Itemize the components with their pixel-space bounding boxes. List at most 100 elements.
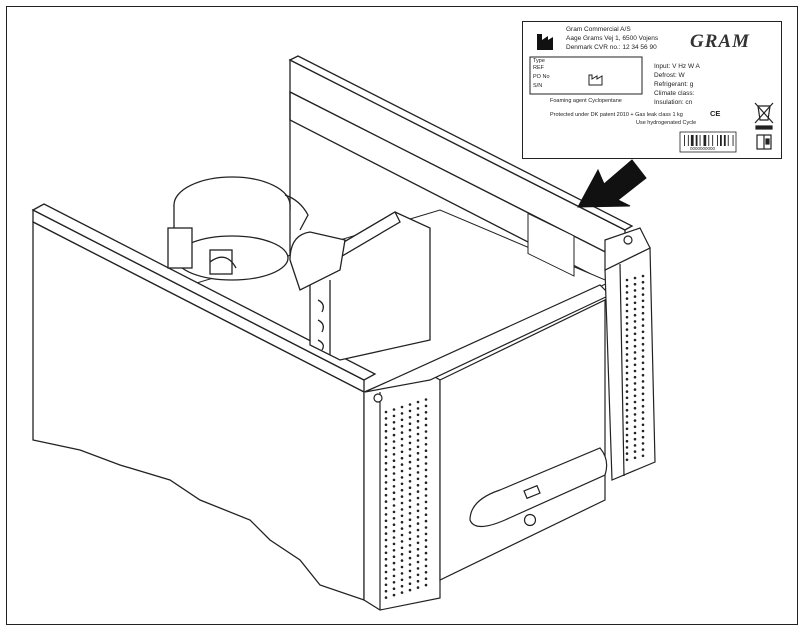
vent-hole	[625, 297, 629, 300]
vent-hole	[633, 425, 637, 429]
vent-hole	[392, 568, 396, 571]
vent-hole	[416, 496, 420, 500]
vent-hole	[633, 344, 637, 348]
vent-hole	[384, 436, 388, 439]
vent-hole	[641, 367, 645, 371]
vent-hole	[408, 454, 412, 458]
barcode-bar	[717, 135, 718, 146]
vent-hole	[424, 564, 428, 568]
vent-hole	[384, 455, 388, 459]
vent-hole	[424, 577, 428, 580]
vent-hole	[408, 448, 412, 451]
vent-hole	[633, 419, 637, 422]
vent-hole	[424, 475, 428, 478]
vent-hole	[400, 444, 404, 447]
vent-hole	[633, 332, 637, 336]
vent-hole	[641, 404, 645, 408]
vent-hole	[408, 544, 412, 547]
vent-hole	[400, 591, 404, 594]
vent-hole	[424, 526, 428, 529]
vent-hole	[641, 392, 645, 396]
serial-field: S/N	[533, 83, 543, 89]
crossed-bin-icon	[754, 102, 774, 130]
vent-hole	[392, 414, 396, 418]
vent-hole	[633, 295, 637, 298]
vent-hole	[625, 371, 629, 375]
vent-hole	[424, 455, 428, 459]
vent-hole	[625, 433, 629, 437]
vent-hole	[400, 527, 404, 530]
condenser-unit	[289, 211, 431, 361]
vent-hole	[416, 567, 420, 570]
vent-hole	[400, 495, 404, 498]
vent-hole	[641, 324, 645, 327]
vent-hole	[392, 593, 396, 597]
type-box	[529, 56, 643, 95]
vent-hole	[633, 406, 637, 410]
brand-logo: GRAM	[690, 31, 750, 52]
vent-hole	[392, 574, 396, 578]
vent-hole	[392, 485, 396, 488]
vent-hole	[392, 497, 396, 501]
vent-hole	[384, 557, 388, 561]
vent-hole	[416, 503, 420, 506]
vent-hole	[416, 586, 420, 589]
vent-hole	[392, 459, 396, 463]
vent-hole	[641, 454, 645, 458]
factory-icon	[537, 34, 553, 50]
barcode-bar	[687, 135, 689, 146]
barcode-bar	[732, 135, 734, 146]
vent-hole	[408, 441, 412, 445]
vent-hole	[392, 549, 396, 552]
vent-hole	[400, 450, 404, 454]
vent-hole	[384, 545, 388, 548]
compressor	[167, 176, 309, 281]
vent-hole	[408, 512, 412, 515]
vent-hole	[633, 276, 637, 280]
vent-hole	[625, 328, 629, 331]
vent-hole	[392, 440, 396, 443]
vent-hole	[641, 311, 645, 315]
vent-hole	[633, 357, 637, 360]
vent-hole	[416, 451, 420, 455]
barcode-bar	[727, 135, 729, 146]
vent-hole	[384, 474, 388, 478]
pointer-arrow-icon	[577, 159, 647, 208]
vent-hole	[400, 546, 404, 550]
vent-hole	[416, 547, 420, 551]
vent-hole	[392, 536, 396, 539]
front-panel	[364, 284, 612, 581]
vent-hole	[424, 443, 428, 446]
vent-hole	[633, 450, 637, 453]
vent-hole	[384, 583, 388, 587]
vent-hole	[625, 402, 629, 406]
vent-hole	[633, 456, 637, 460]
vent-hole	[641, 330, 645, 334]
vent-hole	[424, 430, 428, 433]
vent-hole	[424, 411, 428, 414]
input-field: Input: V Hz W A	[654, 63, 700, 70]
vent-hole	[424, 539, 428, 542]
barcode-bar	[712, 135, 714, 146]
vent-hole	[625, 284, 629, 288]
vent-hole	[416, 490, 420, 493]
vent-hole	[384, 551, 388, 555]
vent-hole	[416, 522, 420, 525]
vent-hole	[400, 463, 404, 466]
vent-hole	[408, 550, 412, 553]
vent-hole	[392, 529, 396, 533]
company-line-2: Aage Grams Vej 1, 6500 Vojens	[566, 35, 659, 42]
vent-hole	[625, 322, 629, 325]
vent-hole	[400, 501, 404, 505]
vent-hole	[424, 532, 428, 536]
vent-hole	[633, 320, 637, 323]
vent-hole	[392, 408, 396, 411]
barcode-bar	[723, 135, 726, 146]
vent-hole	[625, 377, 629, 381]
manual-icon	[756, 134, 772, 150]
vent-hole	[625, 452, 629, 455]
vent-hole	[416, 464, 420, 468]
type-field: Type	[533, 58, 545, 64]
